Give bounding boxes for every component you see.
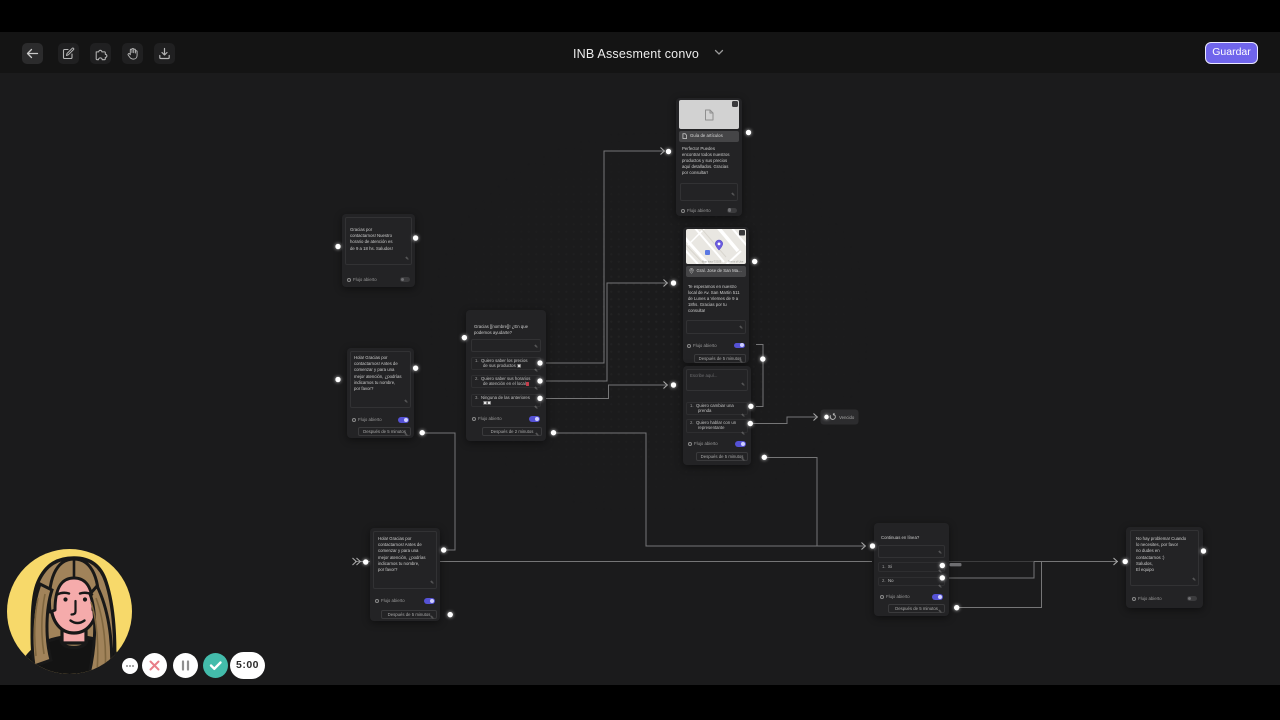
svg-text:Vencido: Vencido [839,415,855,420]
svg-text:Map data ©2023: Map data ©2023 [702,260,722,264]
svg-text:Terms of Use: Terms of Use [728,260,744,264]
